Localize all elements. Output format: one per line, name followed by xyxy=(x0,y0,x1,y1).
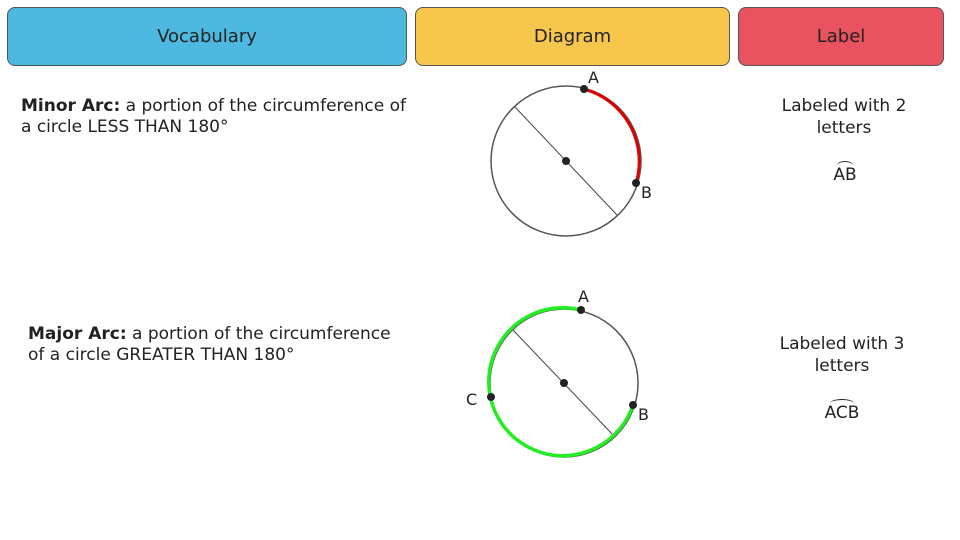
major-label-b: B xyxy=(638,405,649,424)
minor-label-text: Labeled with 2 letters xyxy=(781,96,907,138)
minor-point-b xyxy=(632,179,640,187)
major-point-b xyxy=(629,401,637,409)
major-arc-definition-text: a portion of the circumference of a circ… xyxy=(28,324,391,365)
minor-label-b: B xyxy=(641,183,652,202)
diagram-header-label: Diagram xyxy=(533,26,612,47)
vocabulary-header: Vocabulary xyxy=(7,7,407,66)
minor-arc-notation: AB xyxy=(805,161,885,185)
minor-arc-notation-text: AB xyxy=(833,161,857,185)
minor-arc-diagram: A B xyxy=(490,68,652,237)
minor-arc-highlight xyxy=(583,87,641,184)
major-arc-notation-text: ACB xyxy=(824,399,860,423)
major-label-a: A xyxy=(578,287,589,306)
major-arc-notation: ACB xyxy=(802,399,882,423)
minor-center-point xyxy=(562,157,570,165)
minor-circle xyxy=(490,85,642,237)
major-point-c xyxy=(487,393,495,401)
minor-point-a xyxy=(580,85,588,93)
minor-label-a: A xyxy=(588,68,599,87)
major-arc-definition: Major Arc: a portion of the circumferenc… xyxy=(28,324,408,366)
minor-arc-definition: Minor Arc: a portion of the circumferenc… xyxy=(21,96,411,138)
major-arc-diagram: A C B xyxy=(466,287,649,458)
major-label-c: C xyxy=(466,390,477,409)
vocabulary-header-label: Vocabulary xyxy=(157,26,257,47)
major-arc-highlight xyxy=(487,306,635,458)
diagram-header: Diagram xyxy=(415,7,730,66)
label-header: Label xyxy=(738,7,944,66)
label-header-label: Label xyxy=(816,26,866,47)
minor-arc-definition-text: a portion of the circumference of a circ… xyxy=(21,96,406,137)
major-center-point xyxy=(560,379,568,387)
major-label-text: Labeled with 3 letters xyxy=(779,334,905,376)
major-arc-term: Major Arc: xyxy=(28,324,127,344)
major-point-a xyxy=(577,306,585,314)
minor-arc-term: Minor Arc: xyxy=(21,96,121,116)
